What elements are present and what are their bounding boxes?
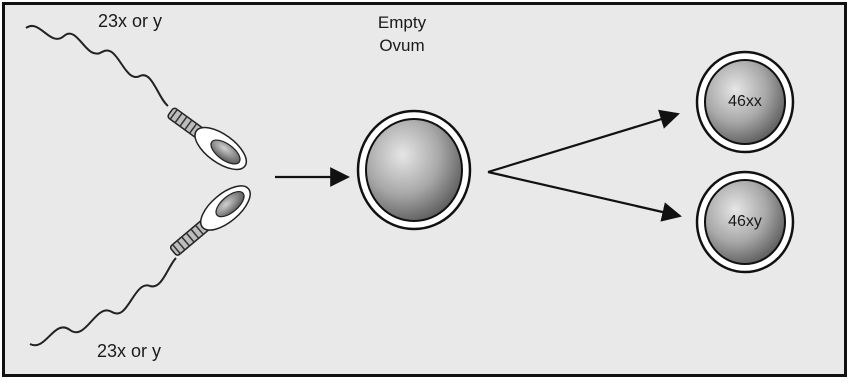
sperm-top-tail [26,26,168,106]
sperm-top-label: 23x or y [98,10,162,32]
ovum-label-line1: Empty [362,11,442,34]
arrow-to-46xy [488,172,680,216]
sperm-top [26,26,253,177]
empty-ovum [358,111,470,229]
sperm-bottom [30,178,257,345]
ovum-label-line2: Ovum [362,34,442,57]
zygote-46xx-label: 46xx [705,92,785,112]
sperm-bottom-tail [30,258,176,345]
sperm-bottom-label: 23x or y [97,340,161,362]
zygote-46xy-label: 46xy [705,212,785,232]
arrow-to-46xx [488,114,678,172]
ovum-label: Empty Ovum [362,11,442,57]
